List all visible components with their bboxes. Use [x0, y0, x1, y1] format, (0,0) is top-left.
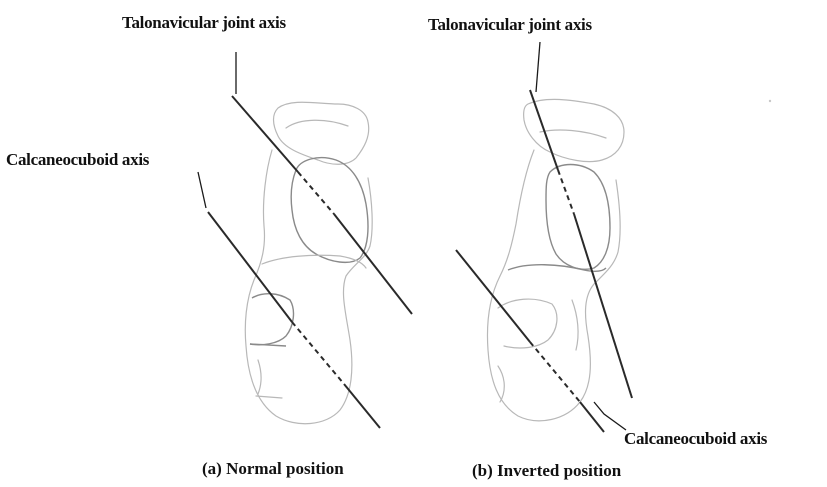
normal-calcaneocuboid-leader: [198, 172, 206, 208]
inverted-foot-outline: [488, 150, 621, 421]
panel-inverted: Talonavicular joint axis Calcaneocuboid …: [428, 15, 768, 480]
inverted-navicular-inner: [540, 130, 606, 138]
inverted-calcaneocuboid-label: Calcaneocuboid axis: [624, 429, 768, 448]
normal-navicular-inner: [286, 120, 348, 128]
inverted-talonavicular-axis: [530, 90, 632, 398]
inverted-calcaneocuboid-axis: [456, 250, 604, 432]
inverted-talus-bone: [546, 165, 610, 270]
speck-mark: [769, 100, 771, 102]
inverted-cuboid-bone: [498, 299, 557, 348]
normal-talonavicular-label: Talonavicular joint axis: [122, 13, 286, 32]
inverted-side-detail: [572, 300, 578, 350]
normal-calcaneocuboid-label: Calcaneocuboid axis: [6, 150, 150, 169]
normal-calcaneocuboid-axis: [208, 212, 380, 428]
inverted-heel-detail: [498, 366, 504, 402]
normal-cuboid-bone: [250, 294, 293, 345]
normal-caption: (a) Normal position: [202, 459, 344, 478]
inverted-talonavicular-leader: [536, 42, 540, 92]
normal-foot-bones: [245, 102, 372, 423]
normal-navicular-bone: [274, 102, 369, 164]
normal-talonavicular-axis: [232, 96, 412, 314]
normal-heel-detail: [258, 360, 261, 394]
inverted-talonavicular-label: Talonavicular joint axis: [428, 15, 592, 34]
normal-cuboid-base: [250, 344, 286, 346]
inverted-caption: (b) Inverted position: [472, 461, 622, 480]
panel-normal: Talonavicular joint axis Calcaneocuboid …: [6, 13, 412, 478]
